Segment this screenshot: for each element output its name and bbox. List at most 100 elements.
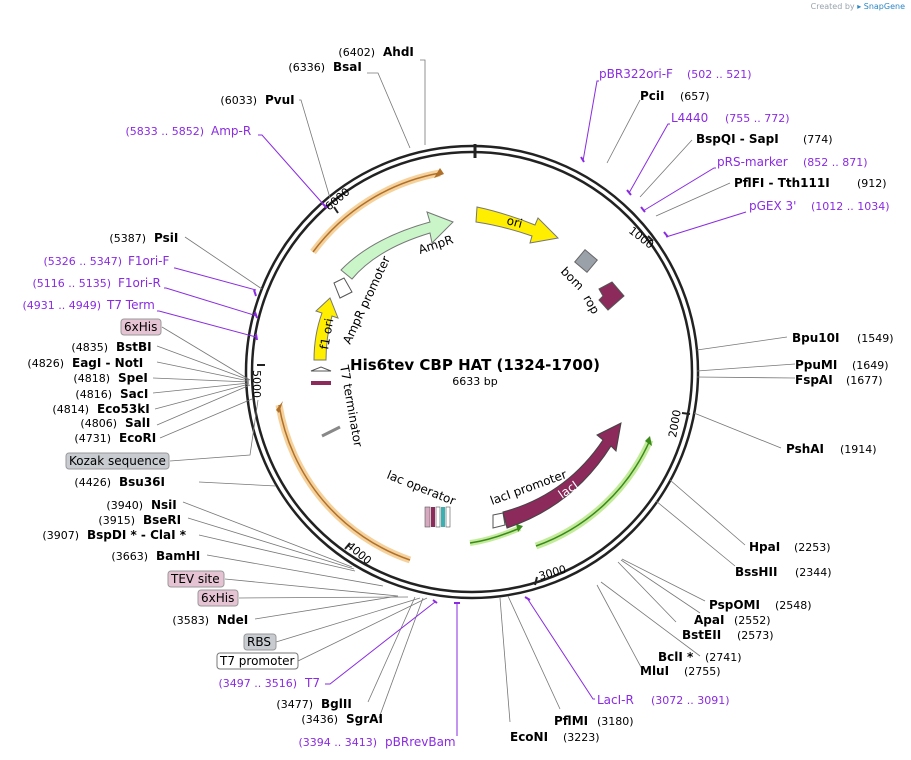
primer-pbr322ori-f[interactable]: pBR322ori-F [599, 67, 673, 81]
enzyme-eco53ki-pos: (4814) [52, 403, 89, 416]
enzyme-bsteii[interactable]: BstEII [682, 628, 721, 642]
enzyme-bsu36i[interactable]: Bsu36I [119, 475, 165, 489]
ampr-promoter-feature [333, 277, 353, 299]
enzyme-bstbi[interactable]: BstBI [116, 340, 152, 354]
enzyme-bsshii[interactable]: BssHII [735, 565, 777, 579]
snapgene-credit: Created by ▸ SnapGene [811, 2, 905, 11]
t7-terminator-feature [310, 366, 332, 372]
feature-6xhis-top[interactable]: 6xHis [124, 320, 157, 334]
enzyme-bcli[interactable]: BclI * [658, 650, 694, 664]
primer-markers [253, 156, 669, 604]
t7-terminator-label: T7 terminator [337, 363, 365, 448]
brand-name: SnapGene [863, 2, 905, 11]
orf-arc-left-head [276, 401, 283, 413]
enzyme-sali[interactable]: SalI [125, 416, 150, 430]
enzyme-eagi-noti[interactable]: EagI - NotI [72, 356, 143, 370]
orf-arc-top-line [312, 172, 441, 253]
enzyme-apai[interactable]: ApaI [694, 613, 724, 627]
primer-pgex-3-range: (1012 .. 1034) [811, 200, 890, 213]
feature-6xhis-bottom[interactable]: 6xHis [201, 591, 234, 605]
enzyme-bamhi-pos: (3663) [111, 550, 148, 563]
enzyme-saci[interactable]: SacI [120, 387, 148, 401]
primer-t7[interactable]: T7 [304, 676, 320, 690]
enzyme-bpu10i[interactable]: Bpu10I [792, 331, 839, 345]
enzyme-ndei-pos: (3583) [172, 614, 209, 627]
primer-t7-range: (3497 .. 3516) [218, 677, 297, 690]
feature-6xhis-top-box [120, 318, 162, 336]
orf-arc-bottom-head [516, 524, 523, 532]
primer-laci-r-range: (3072 .. 3091) [651, 694, 730, 707]
primer-f1ori-f[interactable]: F1ori-F [128, 254, 169, 268]
enzyme-bspdi-clai-pos: (3907) [42, 529, 79, 542]
feature-t7-promoter[interactable]: T7 promoter [219, 654, 295, 668]
enzyme-pvui[interactable]: PvuI [265, 93, 295, 107]
primer-pgex-3[interactable]: pGEX 3' [749, 199, 796, 213]
enzyme-bsshii-pos: (2344) [795, 566, 832, 579]
enzyme-psii[interactable]: PsiI [154, 231, 178, 245]
enzyme-fspai[interactable]: FspAI [795, 373, 833, 387]
rop-label: rop [580, 293, 602, 317]
primer-f1ori-r-range: (5116 .. 5135) [32, 277, 111, 290]
enzyme-bspdi-clai[interactable]: BspDI * - ClaI * [87, 528, 187, 542]
primer-leaders [157, 80, 747, 736]
enzyme-leaders [152, 59, 796, 723]
enzyme-ahdi[interactable]: AhdI [383, 45, 414, 59]
enzyme-bsai[interactable]: BsaI [333, 60, 362, 74]
enzyme-pcii[interactable]: PciI [640, 89, 665, 103]
tick-1000: 1000 [626, 224, 656, 251]
enzyme-psii-pos: (5387) [109, 232, 146, 245]
enzyme-bamhi[interactable]: BamHI [156, 549, 200, 563]
primer-prs-marker-range: (852 .. 871) [803, 156, 868, 169]
enzyme-mlui[interactable]: MluI [640, 664, 669, 678]
misc-feature-bar [321, 425, 341, 438]
enzyme-pspomi-pos: (2548) [775, 599, 812, 612]
feature-t7-promoter-box [216, 652, 299, 670]
enzyme-ecori[interactable]: EcoRI [119, 431, 156, 445]
enzyme-ndei[interactable]: NdeI [217, 613, 248, 627]
ampr-feature [340, 211, 454, 280]
enzyme-hpai[interactable]: HpaI [749, 540, 780, 554]
enzyme-eco53ki[interactable]: Eco53kI [97, 402, 150, 416]
enzyme-sgrai[interactable]: SgrAI [346, 712, 383, 726]
ori-feature [475, 206, 560, 244]
enzyme-pcii-pos: (657) [680, 90, 710, 103]
enzyme-econi[interactable]: EcoNI [510, 730, 548, 744]
primer-t7-term[interactable]: T7 Term [106, 298, 155, 312]
enzyme-pshai[interactable]: PshAI [786, 442, 824, 456]
enzyme-spei[interactable]: SpeI [118, 371, 148, 385]
enzyme-bspqi-sapi[interactable]: BspQI - SapI [696, 132, 779, 146]
enzyme-pflfi-tth111i-pos: (912) [857, 177, 887, 190]
enzyme-eagi-noti-pos: (4826) [27, 357, 64, 370]
primer-prs-marker[interactable]: pRS-marker [717, 155, 788, 169]
enzyme-ppumi[interactable]: PpuMI [795, 358, 837, 372]
enzyme-pspomi[interactable]: PspOMI [709, 598, 760, 612]
primer-pbrrevbam[interactable]: pBRrevBam [385, 735, 456, 749]
primer-pbrrevbam-range: (3394 .. 3413) [298, 736, 377, 749]
primer-pbr322ori-f-range: (502 .. 521) [687, 68, 752, 81]
primer-l4440[interactable]: L4440 [671, 111, 708, 125]
enzyme-mlui-pos: (2755) [684, 665, 721, 678]
enzyme-ecori-pos: (4731) [74, 432, 111, 445]
feature-tev-box [167, 570, 225, 588]
enzyme-pflmi[interactable]: PflMI [554, 714, 588, 728]
rop-feature [598, 281, 625, 311]
primer-f1ori-f-range: (5326 .. 5347) [43, 255, 122, 268]
enzyme-bseri[interactable]: BseRI [143, 513, 181, 527]
feature-rbs[interactable]: RBS [247, 635, 271, 649]
enzyme-bseri-pos: (3915) [98, 514, 135, 527]
primer-amp-r-range: (5833 .. 5852) [125, 125, 204, 138]
feature-tev-site[interactable]: TEV site [170, 572, 220, 586]
laci-promoter-feature [492, 512, 506, 529]
feature-kozak-box [65, 452, 170, 470]
enzyme-pflfi-tth111i[interactable]: PflFI - Tth111I [734, 176, 830, 190]
primer-laci-r[interactable]: LacI-R [597, 693, 634, 707]
feature-kozak-sequence[interactable]: Kozak sequence [69, 454, 166, 468]
enzyme-bglii[interactable]: BglII [321, 697, 352, 711]
primer-amp-r[interactable]: Amp-R [211, 124, 251, 138]
enzyme-nsii[interactable]: NsiI [151, 498, 177, 512]
enzyme-ppumi-pos: (1649) [852, 359, 889, 372]
enzyme-apai-pos: (2552) [734, 614, 771, 627]
laci-feature [502, 422, 622, 529]
primer-f1ori-r[interactable]: F1ori-R [118, 276, 161, 290]
tick-marks [257, 206, 691, 586]
